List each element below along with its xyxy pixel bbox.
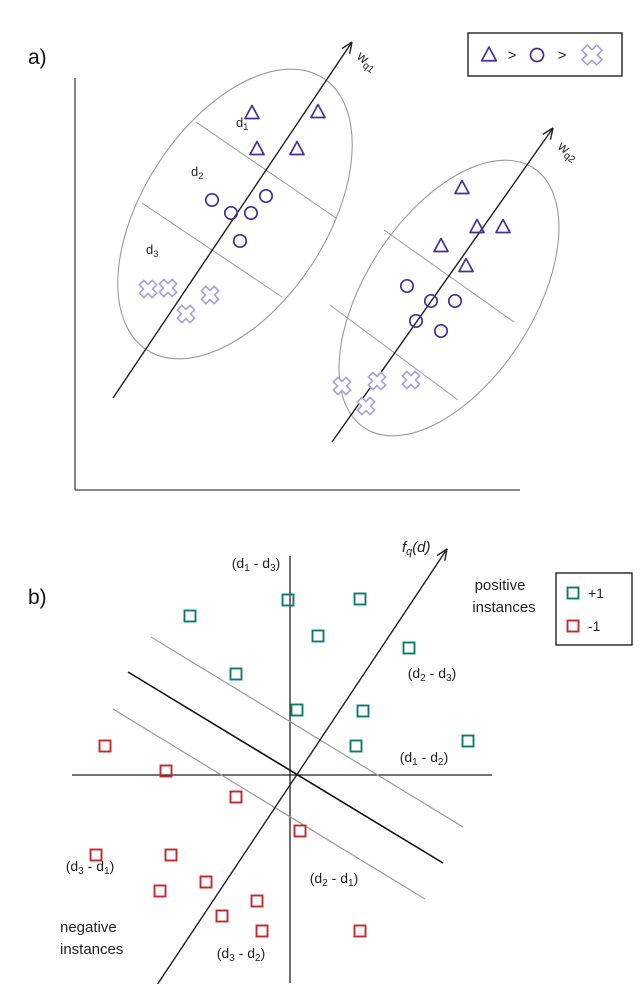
document-group-label: d2 [191,164,203,181]
cross-marker [176,304,196,324]
query-weight-axis-label: wq2 [553,137,583,166]
cluster-ellipse [338,159,560,437]
cross-marker [356,396,376,416]
pair-difference-label: (d2 - d3) [408,665,457,684]
instances-caption: positive [475,577,526,594]
triangle-marker [469,218,485,234]
positive-square-marker [402,641,416,655]
legend-entry-label: +1 [588,585,604,601]
query-weight-axis-arrowhead [349,41,353,54]
cross-marker [401,370,421,390]
circle-marker [399,278,415,294]
query-weight-axis-arrowhead [341,41,353,50]
margin-line [112,708,426,900]
triangle-marker [495,218,511,234]
negative-square-marker [255,924,269,938]
instances-caption: negative [60,919,117,936]
cluster-ellipse [117,68,353,360]
positive-square-marker [356,704,370,718]
query-weight-axis-label: wq1 [352,47,382,76]
negative-square-marker [199,875,213,889]
document-group-label: d3 [146,242,158,259]
negative-square-marker [353,924,367,938]
panel-a: wq1 wq2 d1 d2 d3 > > [74,32,623,491]
margin-line [150,636,464,828]
triangle-marker [244,104,260,120]
triangle-marker [454,179,470,195]
circle-marker [529,47,545,63]
negative-square-marker [164,848,178,862]
triangle-marker [289,140,305,156]
positive-square-marker [353,592,367,606]
legend-entry-label: -1 [588,618,601,634]
ranking-function-axis-label: fq(d) [402,539,431,558]
triangle-marker [480,46,498,62]
cross-marker [158,278,178,298]
pair-difference-label: (d3 - d2) [217,945,266,964]
circle-marker [258,188,274,204]
circle-marker [232,233,248,249]
ranking-function-axis [156,548,448,984]
pair-difference-label: (d1 - d2) [400,749,449,768]
ranking-function-axis-arrowhead [436,548,448,557]
positive-square-marker [461,734,475,748]
document-group-label: d1 [236,115,248,132]
circle-marker [423,293,439,309]
triangle-marker [433,237,449,253]
query-weight-axis-arrowhead [542,127,554,135]
ranking-function-axis-arrowhead [444,548,448,561]
cross-marker [367,371,387,391]
triangle-marker [458,257,474,273]
circle-marker [433,323,449,339]
negative-square-marker [89,848,103,862]
query-weight-axis [112,41,353,399]
legend-positive-square [566,586,580,600]
instances-caption: instances [60,941,123,958]
legend-negative-square [566,619,580,633]
pair-difference-label: (d2 - d1) [310,870,359,889]
panel-a-legend-box [467,32,623,77]
query-weight-axis [331,127,554,443]
positive-square-marker [349,739,363,753]
cross-marker [580,43,604,67]
negative-square-marker [293,824,307,838]
negative-square-marker [229,790,243,804]
negative-square-marker [153,884,167,898]
pair-difference-label: (d3 - d1) [66,858,115,877]
instances-caption: instances [472,599,535,616]
panel-a-label: a) [28,46,47,69]
positive-square-marker [281,593,295,607]
circle-marker [223,205,239,221]
triangle-marker [249,140,265,156]
circle-marker [408,313,424,329]
panel-b-label: b) [28,586,47,609]
panel-b-legend-box [555,572,633,646]
positive-square-marker [311,629,325,643]
cross-marker [200,285,220,305]
query-weight-axis-arrowhead [549,127,554,140]
score-separator-line [329,304,459,401]
negative-square-marker [159,764,173,778]
circle-marker [447,293,463,309]
circle-marker [243,205,259,221]
cross-marker [332,376,352,396]
negative-square-marker [215,909,229,923]
negative-square-marker [250,894,264,908]
positive-square-marker [290,703,304,717]
pair-difference-label: (d1 - d3) [232,555,281,574]
positive-square-marker [183,609,197,623]
decision-boundary-line [127,671,444,864]
triangle-marker [310,103,326,119]
circle-marker [204,192,220,208]
panel-b: fq(d) (d1 - d3) (d2 - d3) (d1 - d2) (d3 - d1… [60,539,633,984]
negative-square-marker [98,739,112,753]
legend-rank-separator: > [558,47,567,64]
legend-rank-separator: > [508,47,517,64]
cross-marker [138,279,158,299]
positive-square-marker [229,667,243,681]
